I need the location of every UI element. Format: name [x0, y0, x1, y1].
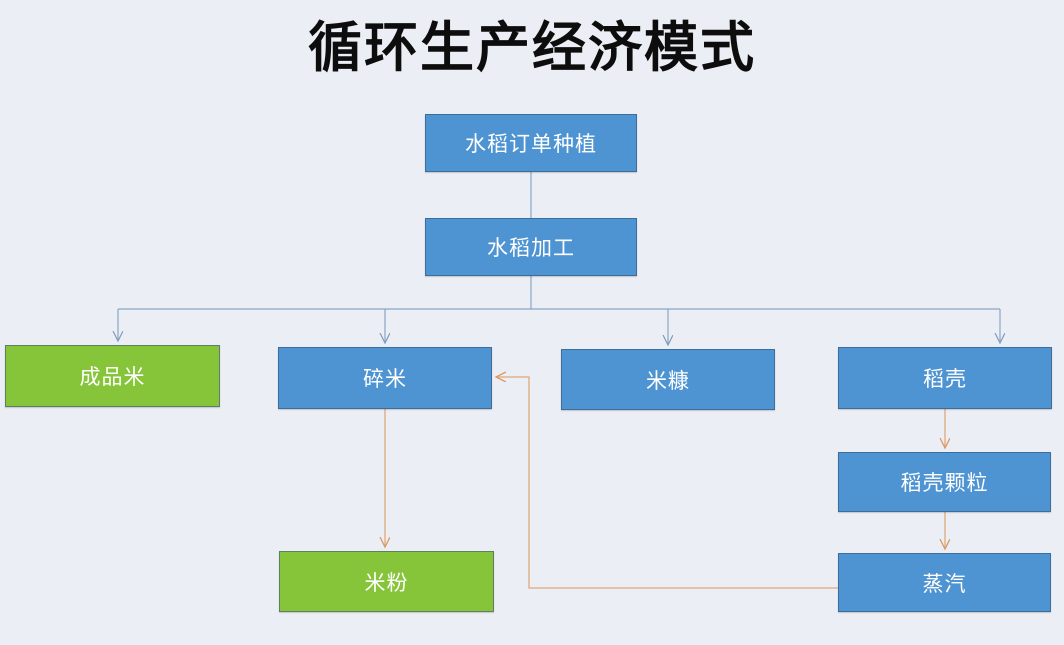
node-rice-bran[interactable]: 米糠: [561, 349, 775, 410]
node-rice-husk[interactable]: 稻壳: [838, 347, 1052, 409]
node-label: 水稻订单种植: [465, 133, 597, 156]
node-label: 稻壳颗粒: [900, 472, 989, 495]
node-label: 蒸汽: [922, 572, 967, 596]
node-label: 米粉: [364, 571, 409, 595]
node-steam[interactable]: 蒸汽: [838, 553, 1051, 612]
node-rice-processing[interactable]: 水稻加工: [425, 218, 637, 276]
page-title: 循环生产经济模式: [308, 18, 756, 78]
node-finished-rice[interactable]: 成品米: [5, 345, 220, 407]
node-label: 米糠: [646, 369, 690, 393]
node-label: 碎米: [363, 368, 407, 391]
node-rice-order-planting[interactable]: 水稻订单种植: [425, 114, 637, 172]
node-rice-flour[interactable]: 米粉: [279, 551, 494, 612]
node-label: 稻壳: [923, 368, 967, 391]
node-label: 成品米: [79, 366, 146, 389]
node-husk-pellets[interactable]: 稻壳颗粒: [838, 452, 1051, 512]
node-label: 水稻加工: [487, 237, 575, 260]
node-broken-rice[interactable]: 碎米: [278, 347, 492, 409]
